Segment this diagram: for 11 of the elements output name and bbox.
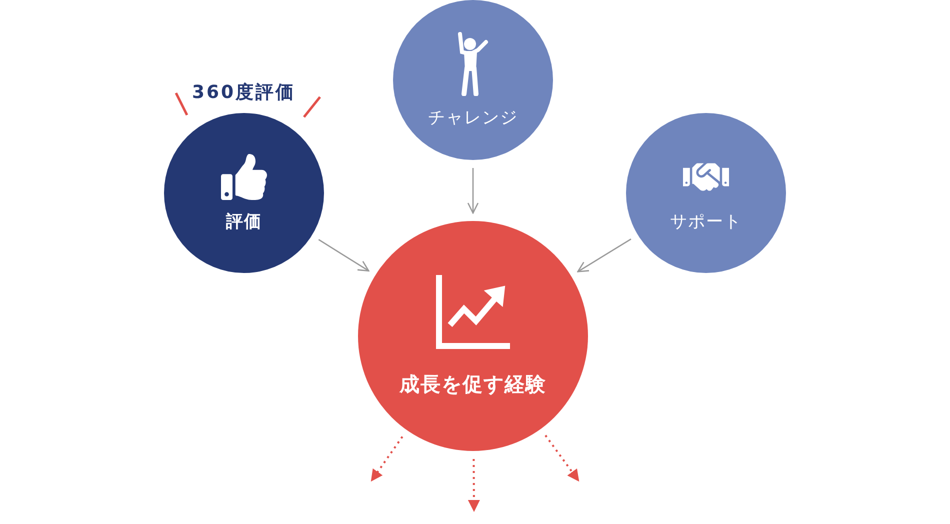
- node-caption: 360度評価: [192, 81, 296, 104]
- arrow: [468, 459, 480, 512]
- arrow: [318, 239, 370, 272]
- arrow: [467, 168, 479, 214]
- node-label: 評価: [226, 210, 262, 232]
- node-label: チャレンジ: [428, 106, 518, 128]
- arrow: [577, 238, 632, 272]
- node-label: サポート: [670, 210, 742, 232]
- arrow: [370, 436, 404, 482]
- arrow: [544, 434, 580, 482]
- node-label: 成長を促す経験: [400, 370, 546, 398]
